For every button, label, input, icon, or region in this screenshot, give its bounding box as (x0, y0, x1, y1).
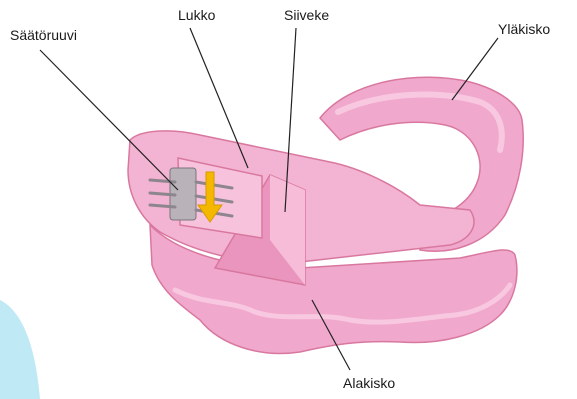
label-lower-splint: Alakisko (343, 376, 395, 390)
label-wing: Siiveke (284, 8, 329, 22)
label-upper-splint: Yläkisko (498, 22, 550, 36)
leader-adjust-screw (40, 50, 178, 190)
backdrop-shape (0, 300, 40, 399)
label-lock: Lukko (178, 8, 215, 22)
label-adjust-screw: Säätöruuvi (10, 28, 77, 42)
